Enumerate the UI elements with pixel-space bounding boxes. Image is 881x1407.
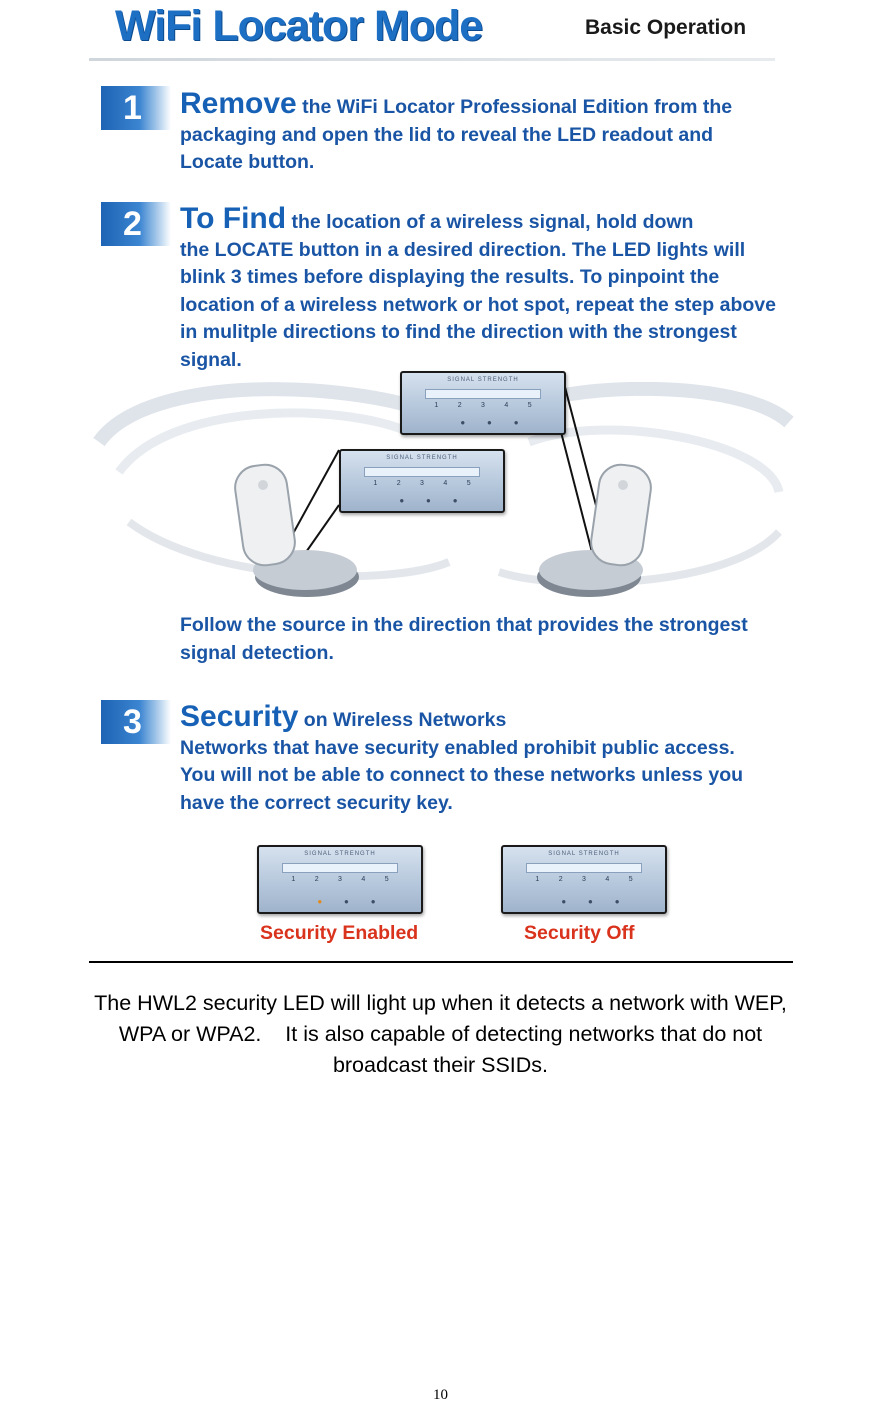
led-readout-security-enabled: SIGNAL STRENGTH 1 2 3 4 5 ● ● ● xyxy=(257,845,423,914)
scale-num: 5 xyxy=(527,402,532,409)
power-icon: ● xyxy=(513,418,519,427)
scale-num: 5 xyxy=(628,876,633,883)
signal-icon: ● xyxy=(487,418,492,427)
status-icons: ● ● ● xyxy=(317,897,375,906)
scale-num: 1 xyxy=(373,480,378,487)
caption-line-3: broadcast their SSIDs. xyxy=(332,1053,549,1077)
caption-paragraph: The HWL2 security LED will light up when… xyxy=(0,988,881,1081)
lock-icon: ● xyxy=(561,897,567,906)
step-2-lead: To Find xyxy=(180,202,287,235)
panel-subtitle: Basic Operation xyxy=(585,16,747,39)
caption-line-2: WPA or WPA2. It is also capable of detec… xyxy=(118,1022,763,1046)
step-2-line-2: the LOCATE button in a desired direction… xyxy=(180,238,746,261)
step-1-badge: 1 xyxy=(101,86,171,130)
scale-num: 1 xyxy=(535,876,540,883)
lock-icon: ● xyxy=(399,496,405,505)
signal-scale: 1 2 3 4 5 xyxy=(373,480,470,487)
signal-bar xyxy=(525,863,643,873)
follow-line-2: signal detection. xyxy=(180,641,334,664)
scale-num: 3 xyxy=(481,402,485,409)
signal-bar xyxy=(363,467,481,477)
signal-bar xyxy=(281,863,399,873)
signal-scale: 1 2 3 4 5 xyxy=(291,876,388,883)
step-3-line-4: have the correct security key. xyxy=(180,791,453,814)
scale-num: 1 xyxy=(291,876,296,883)
image-bottom-rule xyxy=(89,961,793,963)
step-1-line-2: packaging and open the lid to reveal the… xyxy=(180,123,714,146)
follow-instruction: Follow the source in the direction that … xyxy=(180,612,792,667)
scale-num: 5 xyxy=(466,480,471,487)
signal-icon: ● xyxy=(588,897,593,906)
signal-strength-label: SIGNAL STRENGTH xyxy=(548,851,620,857)
title-divider xyxy=(89,58,775,61)
scale-num: 3 xyxy=(338,876,342,883)
step-1-line-1: the WiFi Locator Professional Edition fr… xyxy=(296,96,733,118)
step-1-lead: Remove xyxy=(180,87,297,120)
scale-num: 2 xyxy=(457,402,462,409)
step-1-line-3: Locate button. xyxy=(180,151,315,173)
wifi-locator-device-left xyxy=(234,463,359,597)
step-3-text: Security on Wireless Networks Networks t… xyxy=(180,700,792,817)
scale-num: 1 xyxy=(434,402,439,409)
signal-bar xyxy=(424,389,542,399)
power-icon: ● xyxy=(370,897,376,906)
step-3-line-1: on Wireless Networks xyxy=(298,709,507,731)
step-3-line-3: You will not be able to connect to these… xyxy=(180,764,744,786)
wifi-locator-device-right xyxy=(537,463,652,597)
scale-num: 4 xyxy=(361,876,366,883)
scale-num: 4 xyxy=(443,480,448,487)
status-icons: ● ● ● xyxy=(561,897,619,906)
panel-title: WiFi Locator Mode xyxy=(115,2,483,50)
lock-icon: ● xyxy=(460,418,466,427)
signal-strength-label: SIGNAL STRENGTH xyxy=(386,455,458,461)
caption-line-1: The HWL2 security LED will light up when… xyxy=(94,991,787,1015)
signal-scale: 1 2 3 4 5 xyxy=(434,402,531,409)
security-off-label: Security Off xyxy=(524,922,635,944)
step-1-text: Remove the WiFi Locator Professional Edi… xyxy=(180,87,792,177)
signal-icon: ● xyxy=(344,897,349,906)
follow-line-1: Follow the source in the direction that … xyxy=(180,614,748,636)
scale-num: 4 xyxy=(605,876,610,883)
signal-strength-label: SIGNAL STRENGTH xyxy=(304,851,376,857)
step-2-text: To Find the location of a wireless signa… xyxy=(180,202,792,374)
signal-icon: ● xyxy=(426,496,431,505)
scale-num: 3 xyxy=(582,876,586,883)
power-icon: ● xyxy=(614,897,620,906)
step-2-line-3: blink 3 times before displaying the resu… xyxy=(180,266,720,288)
led-readout-upper: SIGNAL STRENGTH 1 2 3 4 5 ● ● ● xyxy=(400,371,566,435)
scale-num: 3 xyxy=(420,480,424,487)
step-2-line-6: signal. xyxy=(180,348,242,371)
step-2-line-1: the location of a wireless signal, hold … xyxy=(286,211,694,233)
step-3-lead: Security xyxy=(180,700,299,733)
step-2-line-4: location of a wireless network or hot sp… xyxy=(180,293,776,316)
scale-num: 4 xyxy=(504,402,509,409)
security-led-icon: ● xyxy=(317,897,323,906)
led-readout-security-off: SIGNAL STRENGTH 1 2 3 4 5 ● ● ● xyxy=(501,845,667,914)
scale-num: 2 xyxy=(396,480,401,487)
scale-num: 2 xyxy=(314,876,319,883)
scale-num: 5 xyxy=(384,876,389,883)
instruction-panel: WiFi Locator Mode Basic Operation 1 Remo… xyxy=(89,0,796,958)
step-3-line-2: Networks that have security enabled proh… xyxy=(180,736,735,759)
step-3-badge: 3 xyxy=(101,700,171,744)
status-icons: ● ● ● xyxy=(460,418,518,427)
signal-strength-label: SIGNAL STRENGTH xyxy=(447,377,519,383)
step-2-badge: 2 xyxy=(101,202,171,246)
signal-scale: 1 2 3 4 5 xyxy=(535,876,632,883)
security-enabled-label: Security Enabled xyxy=(260,922,419,944)
status-icons: ● ● ● xyxy=(399,496,457,505)
page-number: 10 xyxy=(433,1387,448,1403)
step-2-line-5: in mulitple directions to find the direc… xyxy=(180,321,737,343)
scale-num: 2 xyxy=(558,876,563,883)
power-icon: ● xyxy=(452,496,458,505)
led-readout-middle: SIGNAL STRENGTH 1 2 3 4 5 ● ● ● xyxy=(339,449,505,513)
